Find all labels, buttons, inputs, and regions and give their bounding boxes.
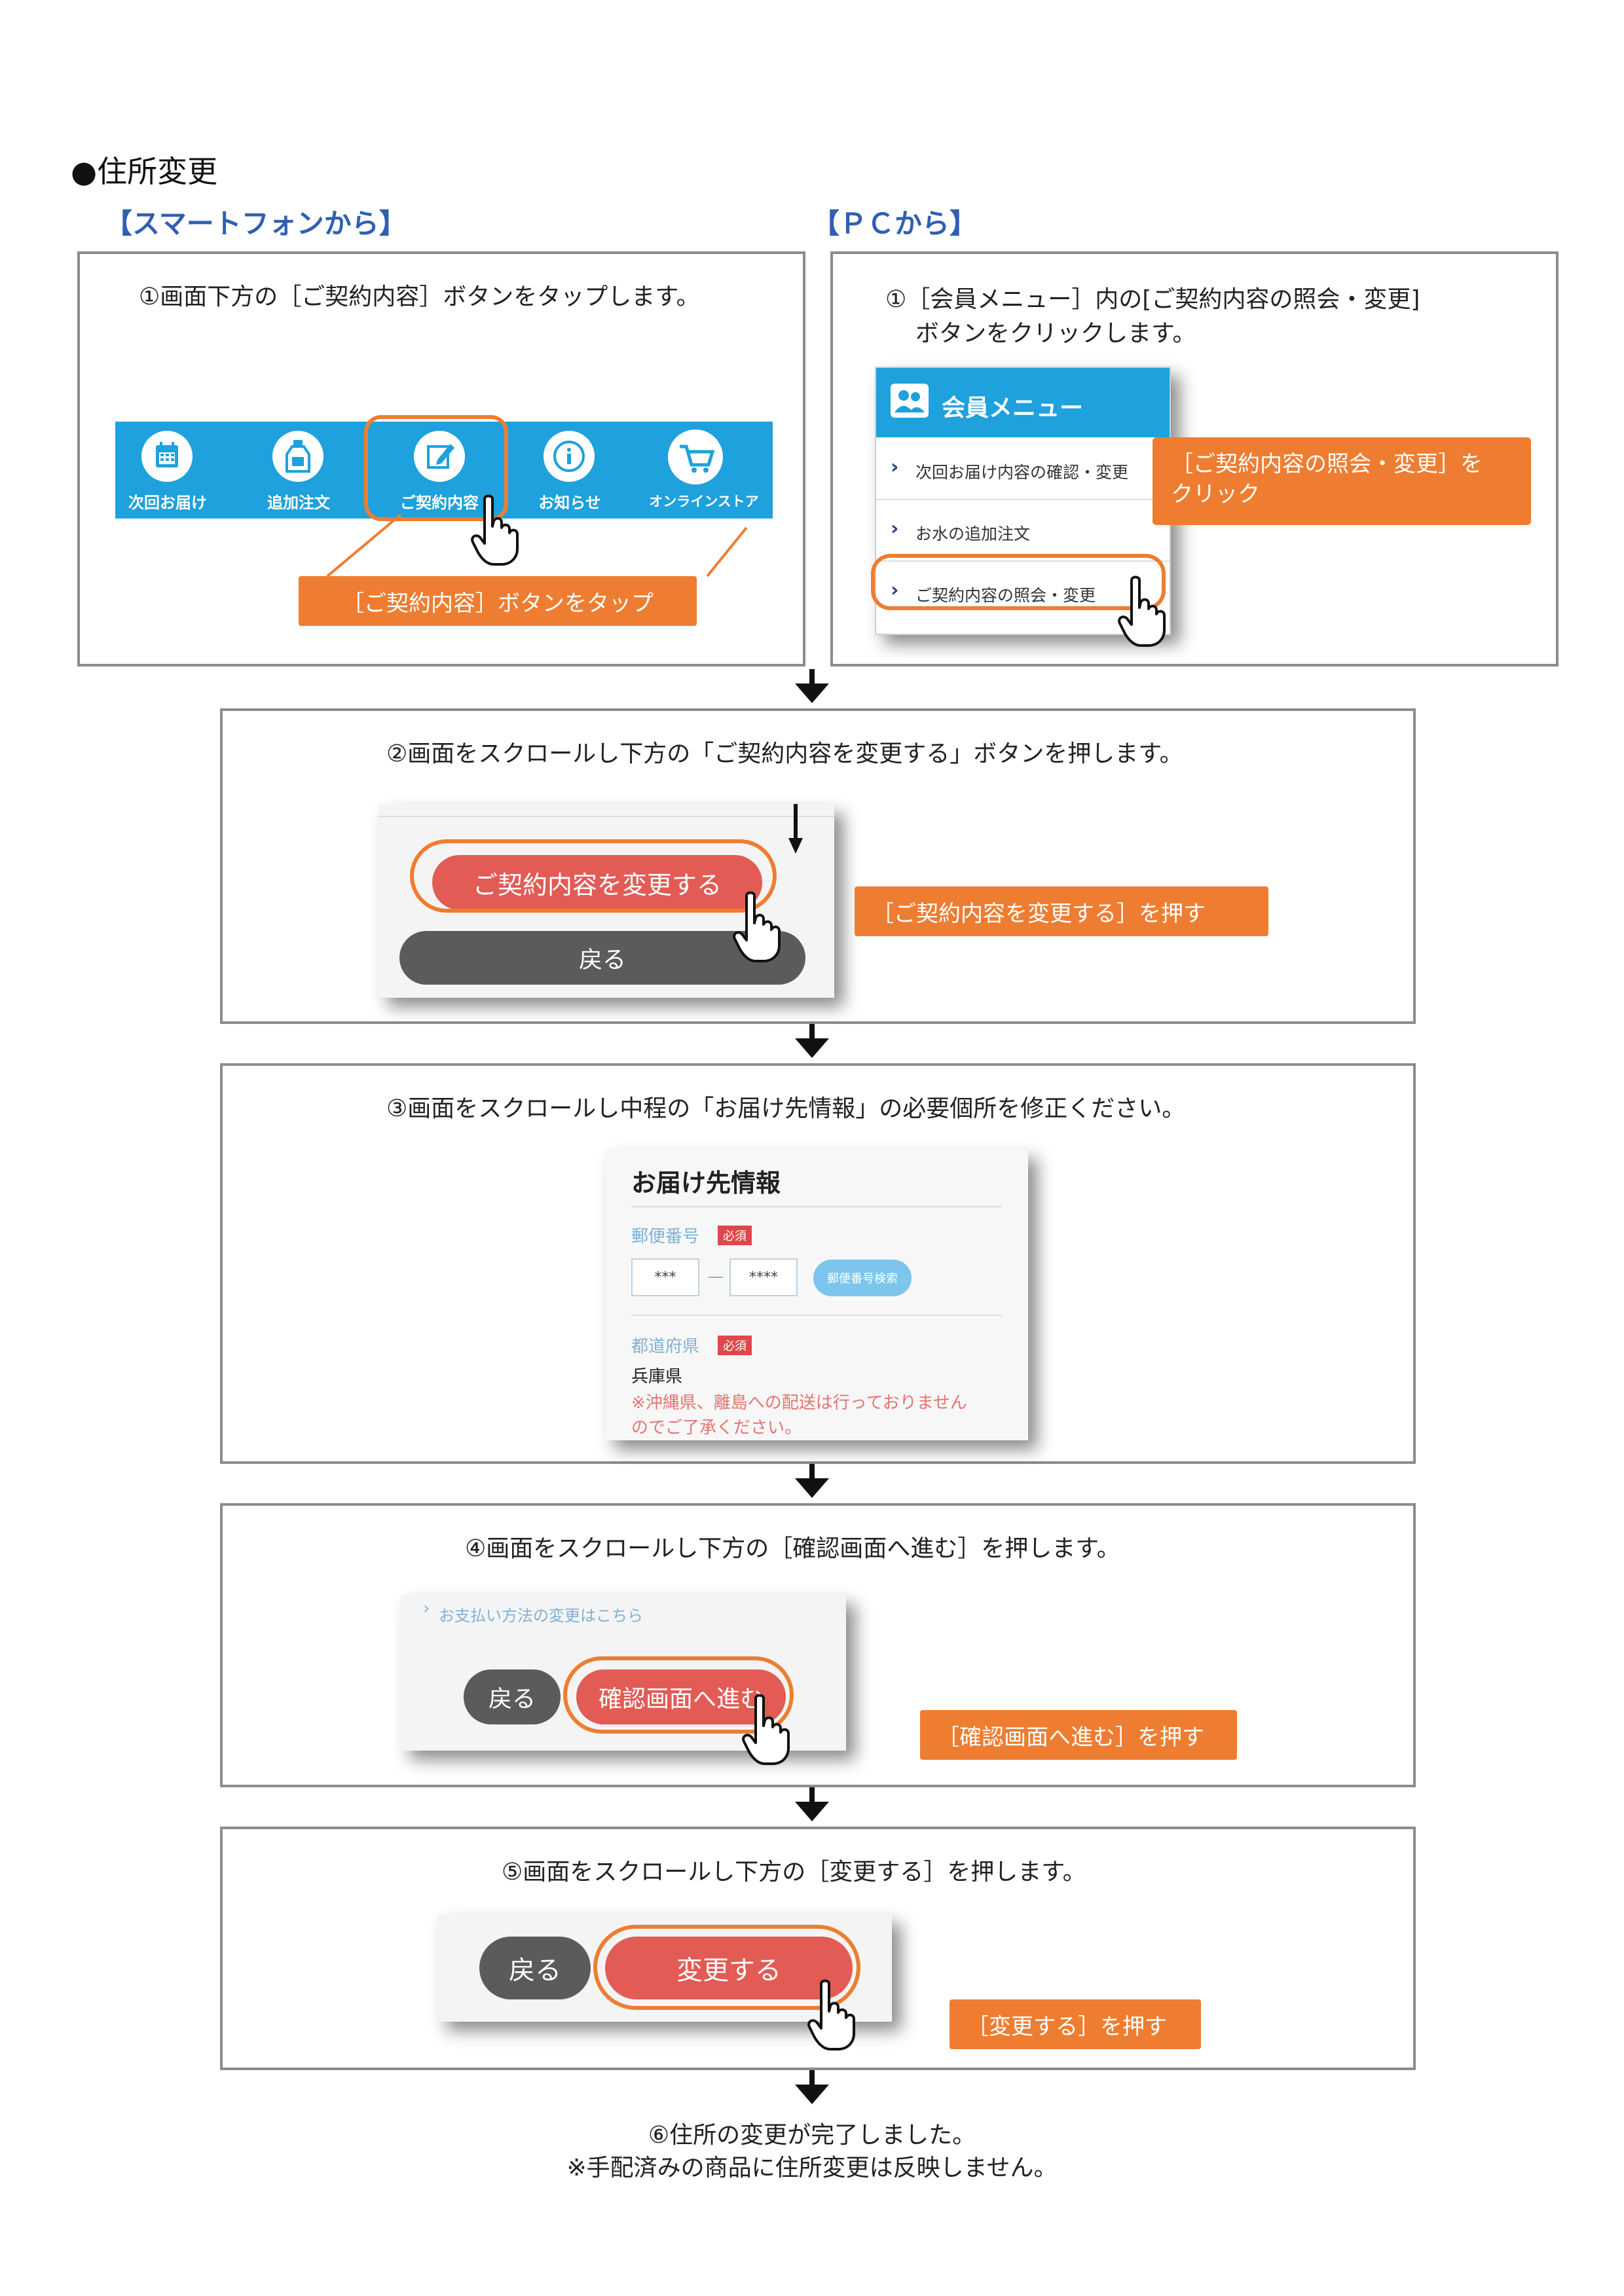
step2-callout: ［ご契約内容を変更する］を押す	[855, 886, 1268, 936]
tab-label: オンラインストア	[649, 494, 759, 509]
payment-change-link[interactable]: お支払い方法の変更はこちら	[439, 1607, 643, 1625]
required-badge: 必須	[718, 1336, 752, 1355]
hand-pointer-icon	[471, 494, 519, 566]
cart-icon	[668, 429, 723, 484]
water-bottle-icon	[272, 431, 323, 482]
step5-callout: ［変更する］を押す	[950, 1999, 1201, 2049]
calendar-icon	[141, 431, 193, 482]
chevron-right-icon: ›	[891, 517, 899, 540]
delivery-note-line2: のでご了承ください。	[631, 1418, 802, 1438]
completion-note: ※手配済みの商品に住所変更は反映しません。	[566, 2155, 1058, 2181]
step5-instruction: ⑤画面をスクロールし下方の［変更する］を押します。	[502, 1859, 1086, 1886]
menu-item-add-water[interactable]: › お水の追加注文	[876, 499, 1170, 562]
postal-search-button[interactable]: 郵便番号検索	[813, 1260, 912, 1296]
flow-arrow-down-icon	[795, 2070, 829, 2104]
prefecture-label: 都道府県	[631, 1337, 700, 1357]
tab-label: 次回お届け	[128, 494, 207, 512]
hand-pointer-icon	[807, 1979, 855, 2050]
menu-title: 会員メニュー	[942, 395, 1084, 422]
smartphone-heading: 【スマートフォンから】	[105, 208, 407, 240]
postal-label: 郵便番号	[631, 1227, 700, 1247]
pc-instruction-line1: ①［会員メニュー］内の[ご契約内容の照会・変更]	[885, 286, 1420, 313]
members-icon	[891, 384, 929, 418]
postal-dash	[709, 1277, 723, 1278]
smartphone-callout: ［ご契約内容］ボタンをタップ	[299, 576, 697, 626]
back-button[interactable]: 戻る	[464, 1669, 561, 1724]
tab-label: ご契約内容	[400, 494, 479, 512]
tab-label: お知らせ	[538, 494, 601, 512]
change-contract-highlight	[410, 839, 777, 913]
postal-code-second-input[interactable]: ****	[729, 1258, 798, 1296]
completion-message: ⑥住所の変更が完了しました。	[648, 2122, 976, 2149]
chevron-right-icon: ›	[891, 579, 899, 602]
delivery-note-line1: ※沖縄県、離島への配送は行っておりません	[631, 1393, 967, 1413]
prefecture-value: 兵庫県	[631, 1367, 683, 1387]
menu-item-label: 次回お届け内容の確認・変更	[915, 463, 1129, 482]
menu-item-next-delivery[interactable]: › 次回お届け内容の確認・変更	[876, 437, 1170, 500]
tab-label: 追加注文	[267, 494, 330, 512]
pc-instruction-line2: ボタンをクリックします。	[915, 320, 1196, 347]
confirm-button-highlight	[563, 1656, 794, 1734]
change-button-highlight	[593, 1925, 860, 2010]
pc-member-menu: 会員メニュー › 次回お届け内容の確認・変更 › お水の追加注文 › ご契約内容…	[875, 367, 1171, 635]
tab-news[interactable]: お知らせ	[517, 422, 622, 519]
step2-instruction: ②画面をスクロールし下方の「ご契約内容を変更する」ボタンを押します。	[386, 740, 1183, 767]
menu-item-label: お水の追加注文	[915, 524, 1031, 543]
pc-callout-line1: ［ご契約内容の照会・変更］を	[1171, 451, 1483, 477]
required-badge: 必須	[718, 1226, 752, 1245]
section-title: お届け先情報	[631, 1169, 781, 1197]
back-button[interactable]: 戻る	[479, 1937, 591, 1999]
step3-instruction: ③画面をスクロールし中程の「お届け先情報」の必要個所を修正ください。	[386, 1095, 1186, 1122]
page-title: ●住所変更	[71, 154, 218, 189]
edit-icon	[414, 431, 465, 482]
chevron-right-icon: ›	[891, 456, 899, 479]
step4-instruction: ④画面をスクロールし下方の［確認画面へ進む］を押します。	[465, 1535, 1120, 1562]
divider	[631, 1315, 1002, 1316]
pc-callout-line2: クリック	[1171, 481, 1260, 507]
menu-item-highlight-frame	[871, 554, 1166, 610]
tab-contract[interactable]: ご契約内容	[377, 422, 502, 519]
divider	[631, 1206, 1002, 1207]
flow-arrow-down-icon	[795, 1787, 829, 1821]
hand-pointer-icon	[742, 1694, 790, 1765]
hand-pointer-icon	[733, 891, 781, 962]
tab-next-delivery[interactable]: 次回お届け	[115, 422, 220, 519]
postal-code-first-input[interactable]: ***	[631, 1258, 699, 1296]
scroll-arrow-down-icon	[788, 804, 803, 854]
flow-arrow-down-icon	[795, 1024, 829, 1058]
menu-item-contract[interactable]: › ご契約内容の照会・変更	[876, 560, 1170, 622]
info-icon	[544, 431, 595, 482]
tab-add-order[interactable]: 追加注文	[246, 422, 351, 519]
step3-screenshot: お届け先情報 郵便番号 必須 *** **** 郵便番号検索 都道府県 必須 兵…	[605, 1150, 1028, 1440]
pc-heading: 【ＰＣから】	[812, 208, 978, 240]
chevron-right-icon: ›	[423, 1599, 430, 1618]
menu-item-label: ご契約内容の照会・変更	[915, 586, 1096, 605]
hand-pointer-icon	[1118, 575, 1166, 647]
divider	[378, 816, 834, 817]
tab-highlight-frame	[364, 415, 508, 521]
flow-arrow-down-icon	[795, 669, 829, 703]
pc-callout: ［ご契約内容の照会・変更］を クリック	[1153, 437, 1531, 525]
step4-callout: ［確認画面へ進む］を押す	[920, 1710, 1237, 1760]
tab-online-store[interactable]: オンラインストア	[635, 422, 773, 519]
flow-arrow-down-icon	[795, 1464, 829, 1498]
smartphone-instruction: ①画面下方の［ご契約内容］ボタンをタップします。	[139, 283, 700, 310]
